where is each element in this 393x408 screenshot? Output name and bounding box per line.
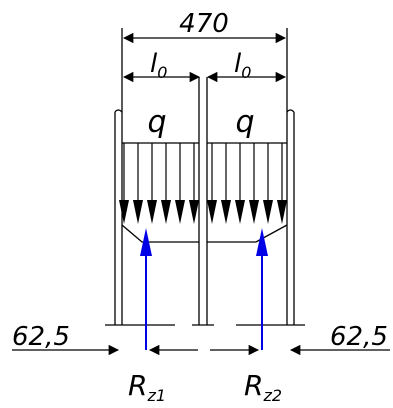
right-overhang-label: 62,5 (330, 322, 388, 352)
left-load-arrow-head (189, 200, 199, 224)
reaction-left-label: R (128, 369, 147, 402)
svg-text:Rz2: Rz2 (244, 369, 282, 405)
left-load-arrow-head (119, 200, 129, 224)
right-load-arrow-head (221, 200, 231, 224)
svg-text:l0: l0 (234, 49, 251, 82)
left-load-label: q (147, 105, 166, 140)
left-load-arrow-head (161, 200, 171, 224)
right-load-arrow-head (263, 200, 273, 224)
left-distributed-load (119, 143, 199, 224)
right-load-arrow-head (249, 200, 259, 224)
reaction-arrow-left (140, 228, 152, 350)
svg-text:l0: l0 (150, 49, 167, 82)
reaction-left-subscript: z1 (146, 386, 166, 405)
reaction-right-subscript: z2 (262, 386, 282, 405)
left-segment-label: l (150, 49, 158, 79)
reaction-right-label: R (244, 369, 263, 402)
total-span-dimension: 470 (121, 9, 288, 130)
reaction-arrow-right (256, 228, 268, 350)
svg-text:Rz1: Rz1 (128, 369, 166, 405)
right-segment-label: l (234, 49, 242, 79)
right-distributed-load (207, 143, 287, 224)
right-segment-dimension: l0 (206, 49, 287, 83)
right-segment-subscript: 0 (241, 63, 251, 82)
left-load-arrow-head (175, 200, 185, 224)
total-span-label: 470 (179, 9, 229, 39)
left-load-arrow-head (133, 200, 143, 224)
right-load-arrow-head (277, 200, 287, 224)
left-segment-subscript: 0 (157, 63, 167, 82)
left-load-arrow-head (147, 200, 157, 224)
right-load-arrow-head (235, 200, 245, 224)
structure-outline (105, 77, 305, 326)
right-load-label: q (235, 105, 254, 140)
right-load-arrow-head (207, 200, 217, 224)
left-segment-dimension: l0 (122, 49, 201, 83)
left-overhang-label: 62,5 (12, 322, 70, 352)
